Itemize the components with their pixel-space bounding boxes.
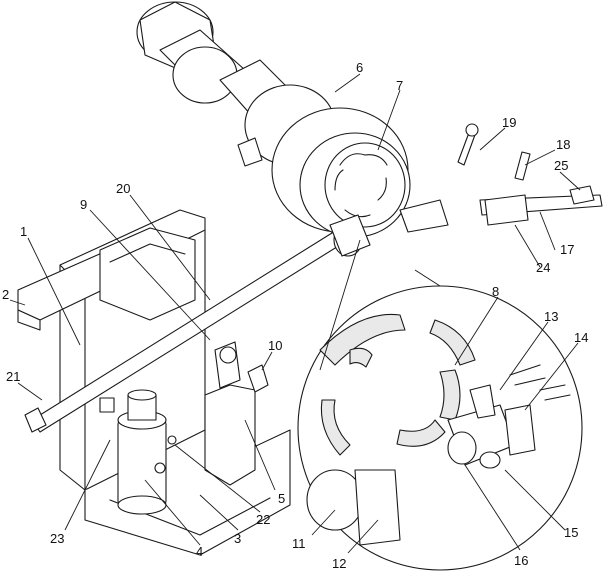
label-13: 13 (544, 309, 558, 324)
label-25: 25 (554, 158, 568, 173)
label-19: 19 (502, 115, 516, 130)
label-10: 10 (268, 338, 282, 353)
long-shaft (24, 214, 371, 433)
label-17: 17 (560, 242, 574, 257)
detail-circle (297, 285, 583, 571)
leader-lines (9, 73, 581, 554)
label-2: 2 (2, 287, 9, 302)
label-4: 4 (196, 544, 203, 559)
label-23: 23 (50, 531, 64, 546)
label-5: 5 (278, 491, 285, 506)
label-1: 1 (20, 224, 27, 239)
label-20: 20 (116, 181, 130, 196)
label-15: 15 (564, 525, 578, 540)
label-6: 6 (356, 60, 363, 75)
loose-parts (399, 123, 603, 233)
part-labels: 6 7 19 18 25 17 24 20 9 1 2 21 10 8 13 1… (2, 60, 588, 571)
label-24: 24 (536, 260, 550, 275)
label-18: 18 (556, 137, 570, 152)
label-14: 14 (574, 330, 588, 345)
label-3: 3 (234, 531, 241, 546)
hydraulic-jack (99, 389, 177, 515)
label-22: 22 (256, 512, 270, 527)
label-9: 9 (80, 197, 87, 212)
label-11: 11 (292, 536, 306, 551)
label-7: 7 (396, 78, 403, 93)
label-21: 21 (6, 369, 20, 384)
support-bracket (204, 341, 269, 486)
chuck-ring (324, 142, 406, 228)
label-12: 12 (332, 556, 346, 571)
label-8: 8 (492, 284, 499, 299)
label-16: 16 (514, 553, 528, 568)
